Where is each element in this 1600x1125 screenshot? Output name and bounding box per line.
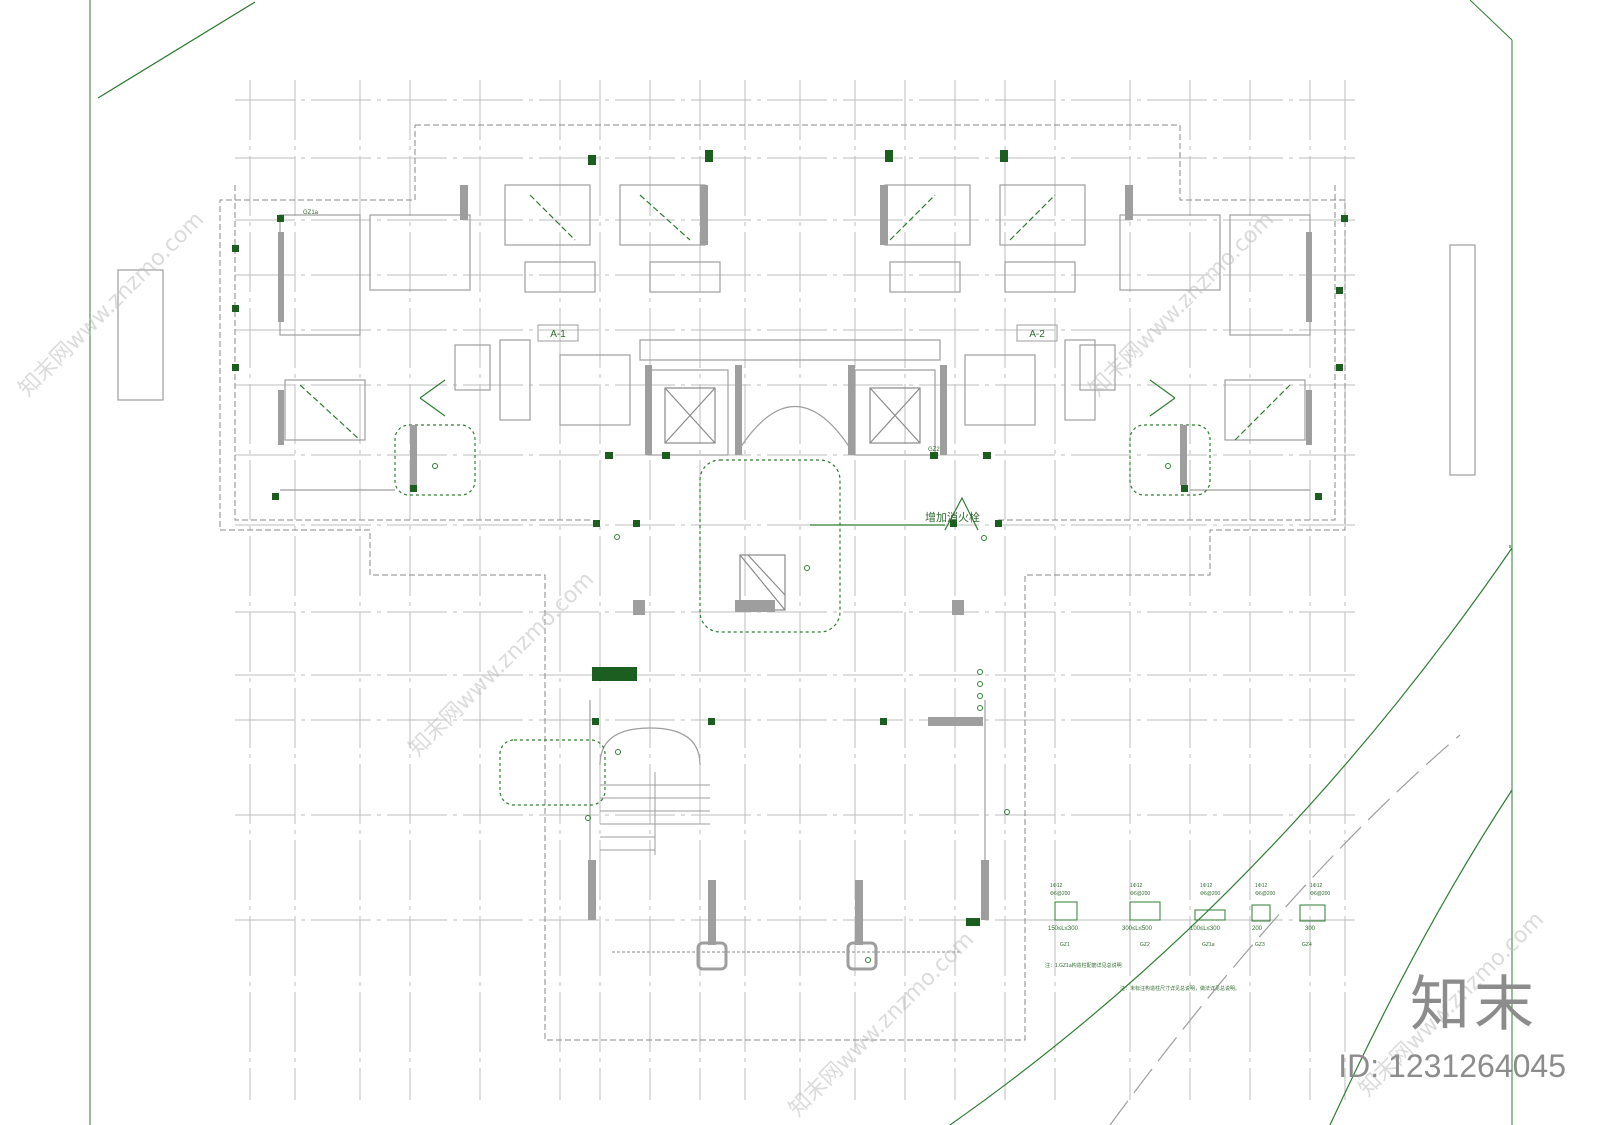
svg-text:1Φ12: 1Φ12 — [1050, 883, 1063, 889]
landscape-hedges — [394, 424, 1211, 806]
svg-text:GZ3: GZ3 — [1255, 942, 1265, 948]
svg-text:300: 300 — [1305, 926, 1316, 932]
legend-item-gz1: 1Φ12 Φ6@200 150≤L≤300 GZ1 — [1048, 883, 1079, 948]
svg-text:GZ2: GZ2 — [1140, 942, 1150, 948]
legend-item-gz3: 1Φ12 Φ6@200 200 GZ3 — [1251, 883, 1275, 948]
sheet-frame — [89, 0, 1513, 1125]
svg-text:GZ4: GZ4 — [1302, 942, 1312, 948]
svg-text:Φ6@200: Φ6@200 — [1255, 891, 1275, 897]
column-tag-gz1a: GZ1a — [303, 210, 319, 216]
fixtures — [432, 463, 1171, 963]
svg-text:1Φ12: 1Φ12 — [1255, 883, 1268, 889]
column-tag-gz2: GZ2 — [928, 447, 940, 453]
svg-text:1Φ12: 1Φ12 — [1130, 883, 1143, 889]
svg-text:300≤L≤500: 300≤L≤500 — [1122, 926, 1153, 932]
legend-item-gz1a: 1Φ12 Φ6@200 100≤L≤300 GZ1a — [1190, 883, 1226, 948]
structural-columns — [232, 150, 1348, 926]
image-id-label: ID: 1231264045 — [1338, 1048, 1566, 1084]
legend-item-gz2: 1Φ12 Φ6@200 300≤L≤500 GZ2 — [1122, 883, 1161, 948]
svg-text:Φ6@200: Φ6@200 — [1050, 891, 1070, 897]
site-curves — [949, 547, 1513, 1125]
svg-text:GZ1: GZ1 — [1060, 942, 1070, 948]
svg-text:200: 200 — [1252, 926, 1263, 932]
svg-text:Φ6@200: Φ6@200 — [1310, 891, 1330, 897]
fire-hydrant-label: 增加消火栓 — [925, 510, 980, 524]
svg-text:100≤L≤300: 100≤L≤300 — [1190, 926, 1221, 932]
svg-text:Φ6@200: Φ6@200 — [1130, 891, 1150, 897]
wall-blocks — [278, 185, 1312, 971]
legend-item-gz4: 1Φ12 Φ6@200 300 GZ4 — [1299, 883, 1330, 948]
unit-label-a1: A-1 — [537, 324, 579, 342]
unit-label-a2: A-2 — [1016, 324, 1058, 342]
building-outline — [219, 124, 1346, 1041]
brand-logo: 知末 — [1410, 970, 1538, 1040]
svg-text:A-1: A-1 — [550, 329, 566, 340]
svg-text:1Φ12: 1Φ12 — [1200, 883, 1213, 889]
stair-treads — [600, 772, 710, 855]
legend-note-1: 注：1.GZ1a构造柱配筋详见总说明 — [1045, 962, 1122, 969]
svg-text:Φ6@200: Φ6@200 — [1200, 891, 1220, 897]
svg-text:A-2: A-2 — [1029, 329, 1045, 340]
interior-walls — [117, 184, 1476, 953]
green-details — [299, 194, 1511, 611]
svg-text:150≤L≤300: 150≤L≤300 — [1048, 926, 1079, 932]
legend-note-2: 注：未标注构造柱尺寸详见总说明，做法详见总说明。 — [1120, 985, 1240, 992]
svg-text:GZ1a: GZ1a — [1202, 942, 1215, 948]
axis-grid — [235, 80, 1355, 1100]
svg-text:1Φ12: 1Φ12 — [1310, 883, 1323, 889]
column-legend: 1Φ12 Φ6@200 150≤L≤300 GZ1 1Φ12 Φ6@200 30… — [1045, 883, 1330, 992]
